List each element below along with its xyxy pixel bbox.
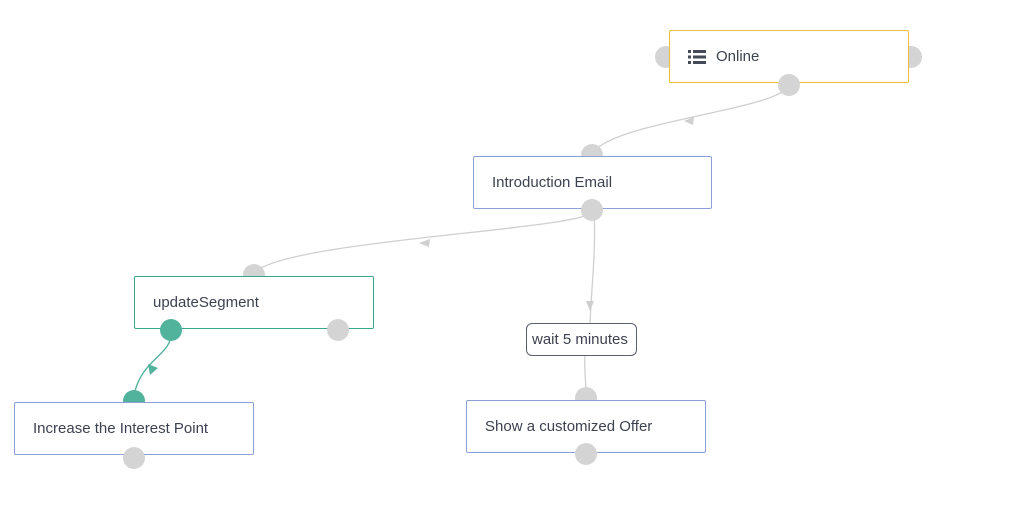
arrow-intro-to-segment bbox=[419, 239, 430, 247]
arrow-intro-to-delay bbox=[586, 301, 594, 311]
intro-output-port[interactable] bbox=[581, 199, 603, 221]
arrow-segment-to-interest bbox=[148, 364, 158, 375]
node-online-label: Online bbox=[716, 48, 760, 65]
edge-segment-to-interest bbox=[133, 332, 172, 397]
delay-wait-label: wait 5 minutes bbox=[532, 331, 628, 348]
online-output-port[interactable] bbox=[778, 74, 800, 96]
node-increase-interest-point-label: Increase the Interest Point bbox=[33, 420, 209, 437]
list-icon bbox=[688, 49, 706, 64]
offer-output-port[interactable] bbox=[575, 443, 597, 465]
segment-no-port[interactable] bbox=[327, 319, 349, 341]
edge-intro-to-segment bbox=[254, 211, 593, 273]
segment-yes-port[interactable] bbox=[160, 319, 182, 341]
interest-output-port[interactable] bbox=[123, 447, 145, 469]
edge-intro-to-delay bbox=[589, 211, 596, 324]
node-introduction-email-label: Introduction Email bbox=[492, 174, 613, 191]
node-update-segment-label: updateSegment bbox=[153, 294, 259, 311]
node-customized-offer-label: Show a customized Offer bbox=[485, 418, 653, 435]
arrow-online-to-intro bbox=[684, 117, 694, 125]
edge-online-to-intro bbox=[592, 84, 790, 153]
delay-wait[interactable]: wait 5 minutes bbox=[526, 323, 637, 356]
